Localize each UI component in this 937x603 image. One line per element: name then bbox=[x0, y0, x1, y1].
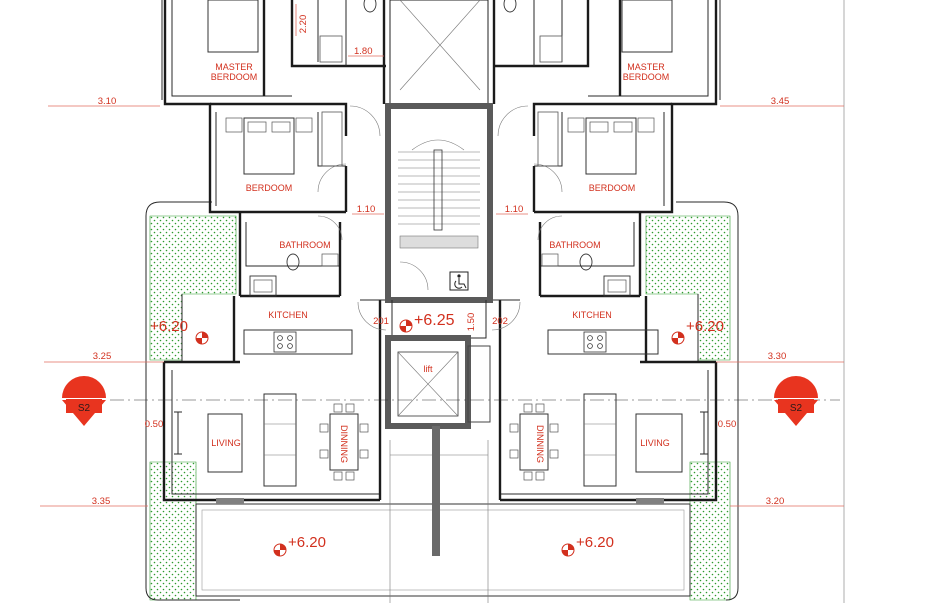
furniture bbox=[174, 0, 708, 487]
room-label-lift: lift bbox=[424, 364, 433, 374]
dimension-labels: 2.20 1.80 3.10 3.45 1.10 1.10 3.25 3.30 … bbox=[92, 15, 790, 507]
stove-left bbox=[273, 331, 297, 353]
dimension-lines bbox=[40, 4, 844, 507]
room-label-dining-right: DINNING bbox=[535, 425, 545, 463]
room-label-master-left-1: MASTER bbox=[215, 62, 253, 72]
level-marker-icon bbox=[399, 319, 413, 333]
room-label-bedroom-right: BERDOOM bbox=[589, 183, 636, 193]
dimension-window-right: 0.50 bbox=[718, 419, 737, 430]
level-marker-icons bbox=[195, 319, 685, 557]
dimension-bottom-right: 3.20 bbox=[766, 496, 785, 507]
room-label-kitchen-right: KITCHEN bbox=[572, 310, 612, 320]
room-label-bathroom-left: BATHROOM bbox=[279, 240, 330, 250]
section-marker-right: S2 bbox=[774, 376, 818, 426]
dimension-window-left: 0.50 bbox=[145, 419, 164, 430]
dimension-top-right: 3.45 bbox=[771, 96, 790, 107]
right-apartment-walls bbox=[488, 0, 718, 504]
section-label-left: S2 bbox=[78, 403, 91, 414]
dimension-1-80: 1.80 bbox=[354, 46, 373, 57]
garden-areas bbox=[149, 215, 731, 601]
door-swings bbox=[317, 105, 563, 331]
apartment-number-left: 201 bbox=[373, 316, 389, 327]
section-label-right: S2 bbox=[790, 403, 803, 414]
stair-treads bbox=[398, 139, 480, 249]
room-label-living-right: LIVING bbox=[640, 438, 670, 448]
dimension-corridor-right: 1.10 bbox=[505, 204, 524, 215]
level-terrace-right: +6.20 bbox=[576, 534, 614, 551]
level-labels: +6.25 +6.20 +6.20 +6.20 +6.20 bbox=[150, 312, 724, 551]
dimension-mid-right: 3.30 bbox=[768, 351, 787, 362]
level-landing: +6.25 bbox=[414, 312, 455, 329]
level-marker-icon bbox=[561, 543, 575, 557]
dimension-2-20: 2.20 bbox=[298, 15, 309, 34]
level-balcony-left: +6.20 bbox=[150, 318, 188, 335]
dimension-top-left: 3.10 bbox=[98, 96, 117, 107]
room-labels: MASTER BERDOOM MASTER BERDOOM BERDOOM BE… bbox=[211, 62, 670, 463]
room-label-master-left-2: BERDOOM bbox=[211, 72, 258, 82]
room-label-bedroom-left: BERDOOM bbox=[246, 183, 293, 193]
room-label-living-left: LIVING bbox=[211, 438, 241, 448]
room-label-master-right-2: BERDOOM bbox=[623, 72, 670, 82]
building-core bbox=[385, 0, 493, 556]
room-label-master-right-1: MASTER bbox=[627, 62, 665, 72]
dimension-bottom-left: 3.35 bbox=[92, 496, 111, 507]
room-label-kitchen-left: KITCHEN bbox=[268, 310, 308, 320]
stove-right bbox=[583, 331, 607, 353]
apartment-number-right: 202 bbox=[492, 316, 508, 327]
level-marker-icon bbox=[195, 331, 209, 345]
room-label-bathroom-right: BATHROOM bbox=[549, 240, 600, 250]
bed-right bbox=[567, 117, 655, 175]
dimension-corridor-left: 1.10 bbox=[357, 204, 376, 215]
dimension-mid-left: 3.25 bbox=[93, 351, 112, 362]
room-label-dining-left: DINNING bbox=[339, 425, 349, 463]
dimension-lift-gap: 1.50 bbox=[466, 313, 477, 332]
section-marker-left: S2 bbox=[62, 376, 106, 426]
site-boundary bbox=[145, 0, 845, 603]
accessibility-icon bbox=[449, 271, 469, 291]
level-balcony-right: +6.20 bbox=[686, 318, 724, 335]
bed-left bbox=[225, 117, 313, 175]
terrace-floor bbox=[195, 440, 691, 603]
level-terrace-left: +6.20 bbox=[288, 534, 326, 551]
level-marker-icon bbox=[273, 543, 287, 557]
level-marker-icon bbox=[671, 331, 685, 345]
